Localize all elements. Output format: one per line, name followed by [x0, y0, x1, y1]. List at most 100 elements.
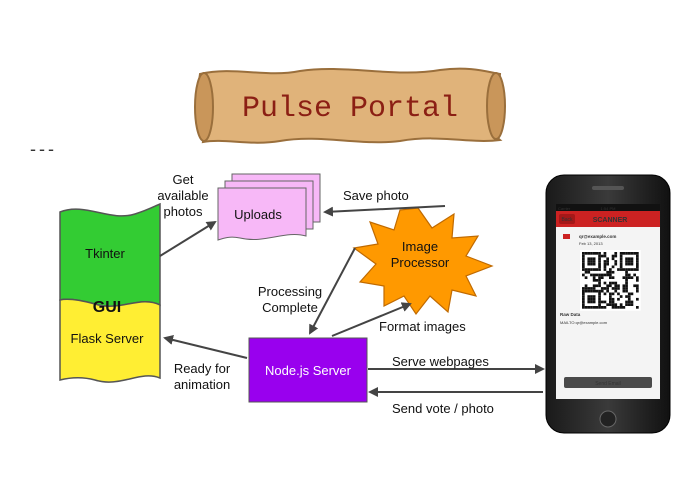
qr-module: [627, 252, 631, 255]
qr-module: [609, 284, 612, 288]
qr-module: [636, 268, 639, 271]
qr-module: [625, 295, 628, 298]
qr-module: [609, 300, 612, 304]
uploads-label: Uploads: [234, 207, 282, 222]
qr-module: [592, 297, 596, 301]
qr-module: [630, 300, 634, 304]
qr-module: [598, 297, 601, 301]
result-email: qr@example.com: [579, 234, 616, 239]
qr-module: [595, 306, 599, 309]
qr-module: [603, 265, 607, 269]
qr-module: [584, 306, 588, 309]
qr-module: [622, 276, 626, 279]
qr-module: [603, 306, 607, 309]
edge-processor-to-nodejs: [309, 247, 356, 335]
qr-module: [627, 297, 631, 301]
back-button[interactable]: [559, 214, 575, 224]
qr-module: [617, 284, 620, 288]
edge-label-processing-1: Processing: [258, 284, 322, 299]
qr-module: [587, 268, 591, 271]
qr-module: [606, 289, 609, 293]
scroll-shape: [197, 67, 503, 144]
qr-module: [582, 292, 585, 296]
qr-module: [627, 300, 631, 304]
edge-label-ready-2: animation: [174, 377, 230, 392]
qr-module: [590, 289, 593, 293]
qr-module: [611, 270, 615, 274]
edge-label-get-2: available: [157, 188, 208, 203]
qr-module: [587, 252, 591, 255]
qr-module: [592, 279, 596, 282]
qr-module: [636, 306, 639, 309]
qr-module: [625, 284, 628, 288]
qr-module: [584, 268, 588, 271]
qr-module: [625, 260, 628, 263]
qr-module: [611, 281, 615, 285]
qr-module: [592, 260, 596, 263]
qr-module: [590, 260, 593, 263]
raw-data-value: MAILTO:qr@example.com: [560, 320, 608, 325]
edge-nodejs-to-gui: [163, 335, 248, 359]
qr-module: [598, 254, 601, 258]
qr-module: [582, 300, 585, 304]
send-email-button[interactable]: [564, 377, 652, 388]
status-bar: [556, 204, 660, 211]
flask-label: Flask Server: [71, 331, 145, 346]
qr-module: [598, 268, 601, 271]
qr-module: [590, 268, 593, 271]
qr-module: [630, 303, 634, 306]
qr-module: [587, 297, 591, 301]
qr-module: [592, 295, 596, 298]
qr-module: [625, 300, 628, 304]
qr-module: [614, 254, 618, 258]
qr-module: [614, 289, 618, 293]
qr-module: [606, 284, 609, 288]
edge-label-serve-webpages: Serve webpages: [392, 354, 489, 369]
qr-module: [625, 257, 628, 261]
qr-module: [617, 292, 620, 296]
edge-label-processing-2: Complete: [262, 300, 318, 315]
processor-starburst: [352, 207, 494, 316]
qr-module: [598, 262, 601, 266]
qr-module: [587, 306, 591, 309]
qr-module: [625, 276, 628, 279]
qr-module: [636, 297, 639, 301]
qr-module: [627, 295, 631, 298]
qr-module: [606, 303, 609, 306]
qr-module: [582, 262, 585, 266]
qr-module: [619, 254, 623, 258]
qr-module: [590, 252, 593, 255]
uploads-page-front: [217, 187, 307, 241]
qr-module: [592, 300, 596, 304]
qr-module: [584, 284, 588, 288]
image-processor-node: Image Processor: [352, 207, 494, 316]
qr-module: [590, 273, 593, 277]
tkinter-label: Tkinter: [85, 246, 125, 261]
qr-module: [609, 273, 612, 277]
qr-module: [590, 262, 593, 266]
qr-module: [611, 276, 615, 279]
qr-module: [622, 252, 626, 255]
qr-module: [625, 279, 628, 282]
qr-module: [614, 306, 618, 309]
mail-icon: [563, 234, 570, 239]
qr-module: [627, 268, 631, 271]
qr-module: [582, 268, 585, 271]
qr-module: [614, 303, 618, 306]
qr-module: [592, 268, 596, 271]
qr-module: [595, 289, 599, 293]
qr-module: [606, 262, 609, 266]
nodejs-label: Node.js Server: [265, 363, 352, 378]
qr-module: [636, 287, 639, 290]
qr-module: [590, 287, 593, 290]
qr-module: [598, 306, 601, 309]
qr-module: [584, 289, 588, 293]
qr-module: [630, 268, 634, 271]
phone-home-button: [599, 410, 617, 428]
qr-module: [595, 268, 599, 271]
qr-module: [582, 287, 585, 290]
qr-module: [598, 276, 601, 279]
qr-module: [619, 257, 623, 261]
qr-module: [611, 292, 615, 296]
